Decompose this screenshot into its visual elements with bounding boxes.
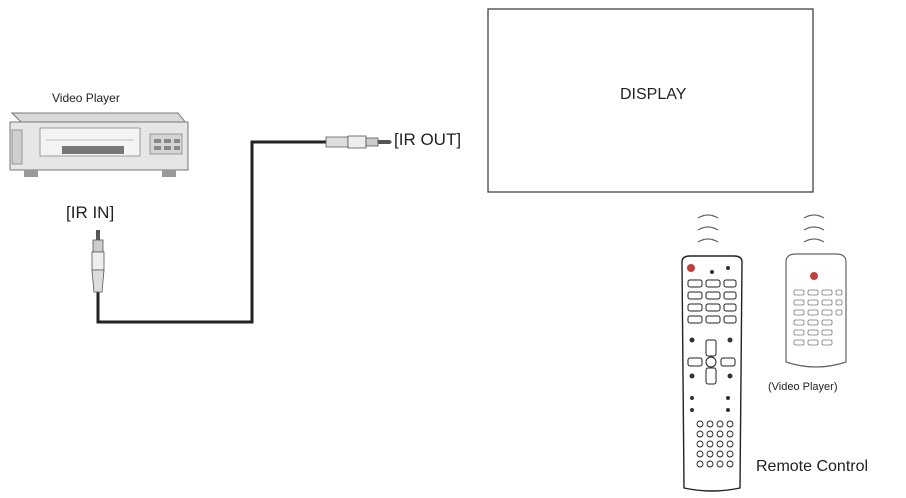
video-player-remote-icon	[785, 253, 847, 368]
display-label: DISPLAY	[620, 86, 687, 103]
display-box	[487, 8, 814, 193]
ir-wave-icon-video-remote	[803, 214, 825, 243]
video-player-device	[9, 112, 189, 177]
ir-out-label: [IR OUT]	[394, 130, 462, 149]
ir-out-jack	[325, 135, 392, 149]
video-player-remote-label: (Video Player)	[768, 381, 838, 393]
ir-wave-icon-remote	[697, 214, 719, 243]
ir-in-jack	[91, 230, 105, 293]
remote-control-icon	[681, 255, 743, 492]
video-player-label: Video Player	[52, 91, 120, 105]
ir-in-label: [IR IN]	[66, 203, 115, 222]
ir-cable	[96, 140, 326, 324]
remote-control-label: Remote Control	[756, 458, 869, 475]
